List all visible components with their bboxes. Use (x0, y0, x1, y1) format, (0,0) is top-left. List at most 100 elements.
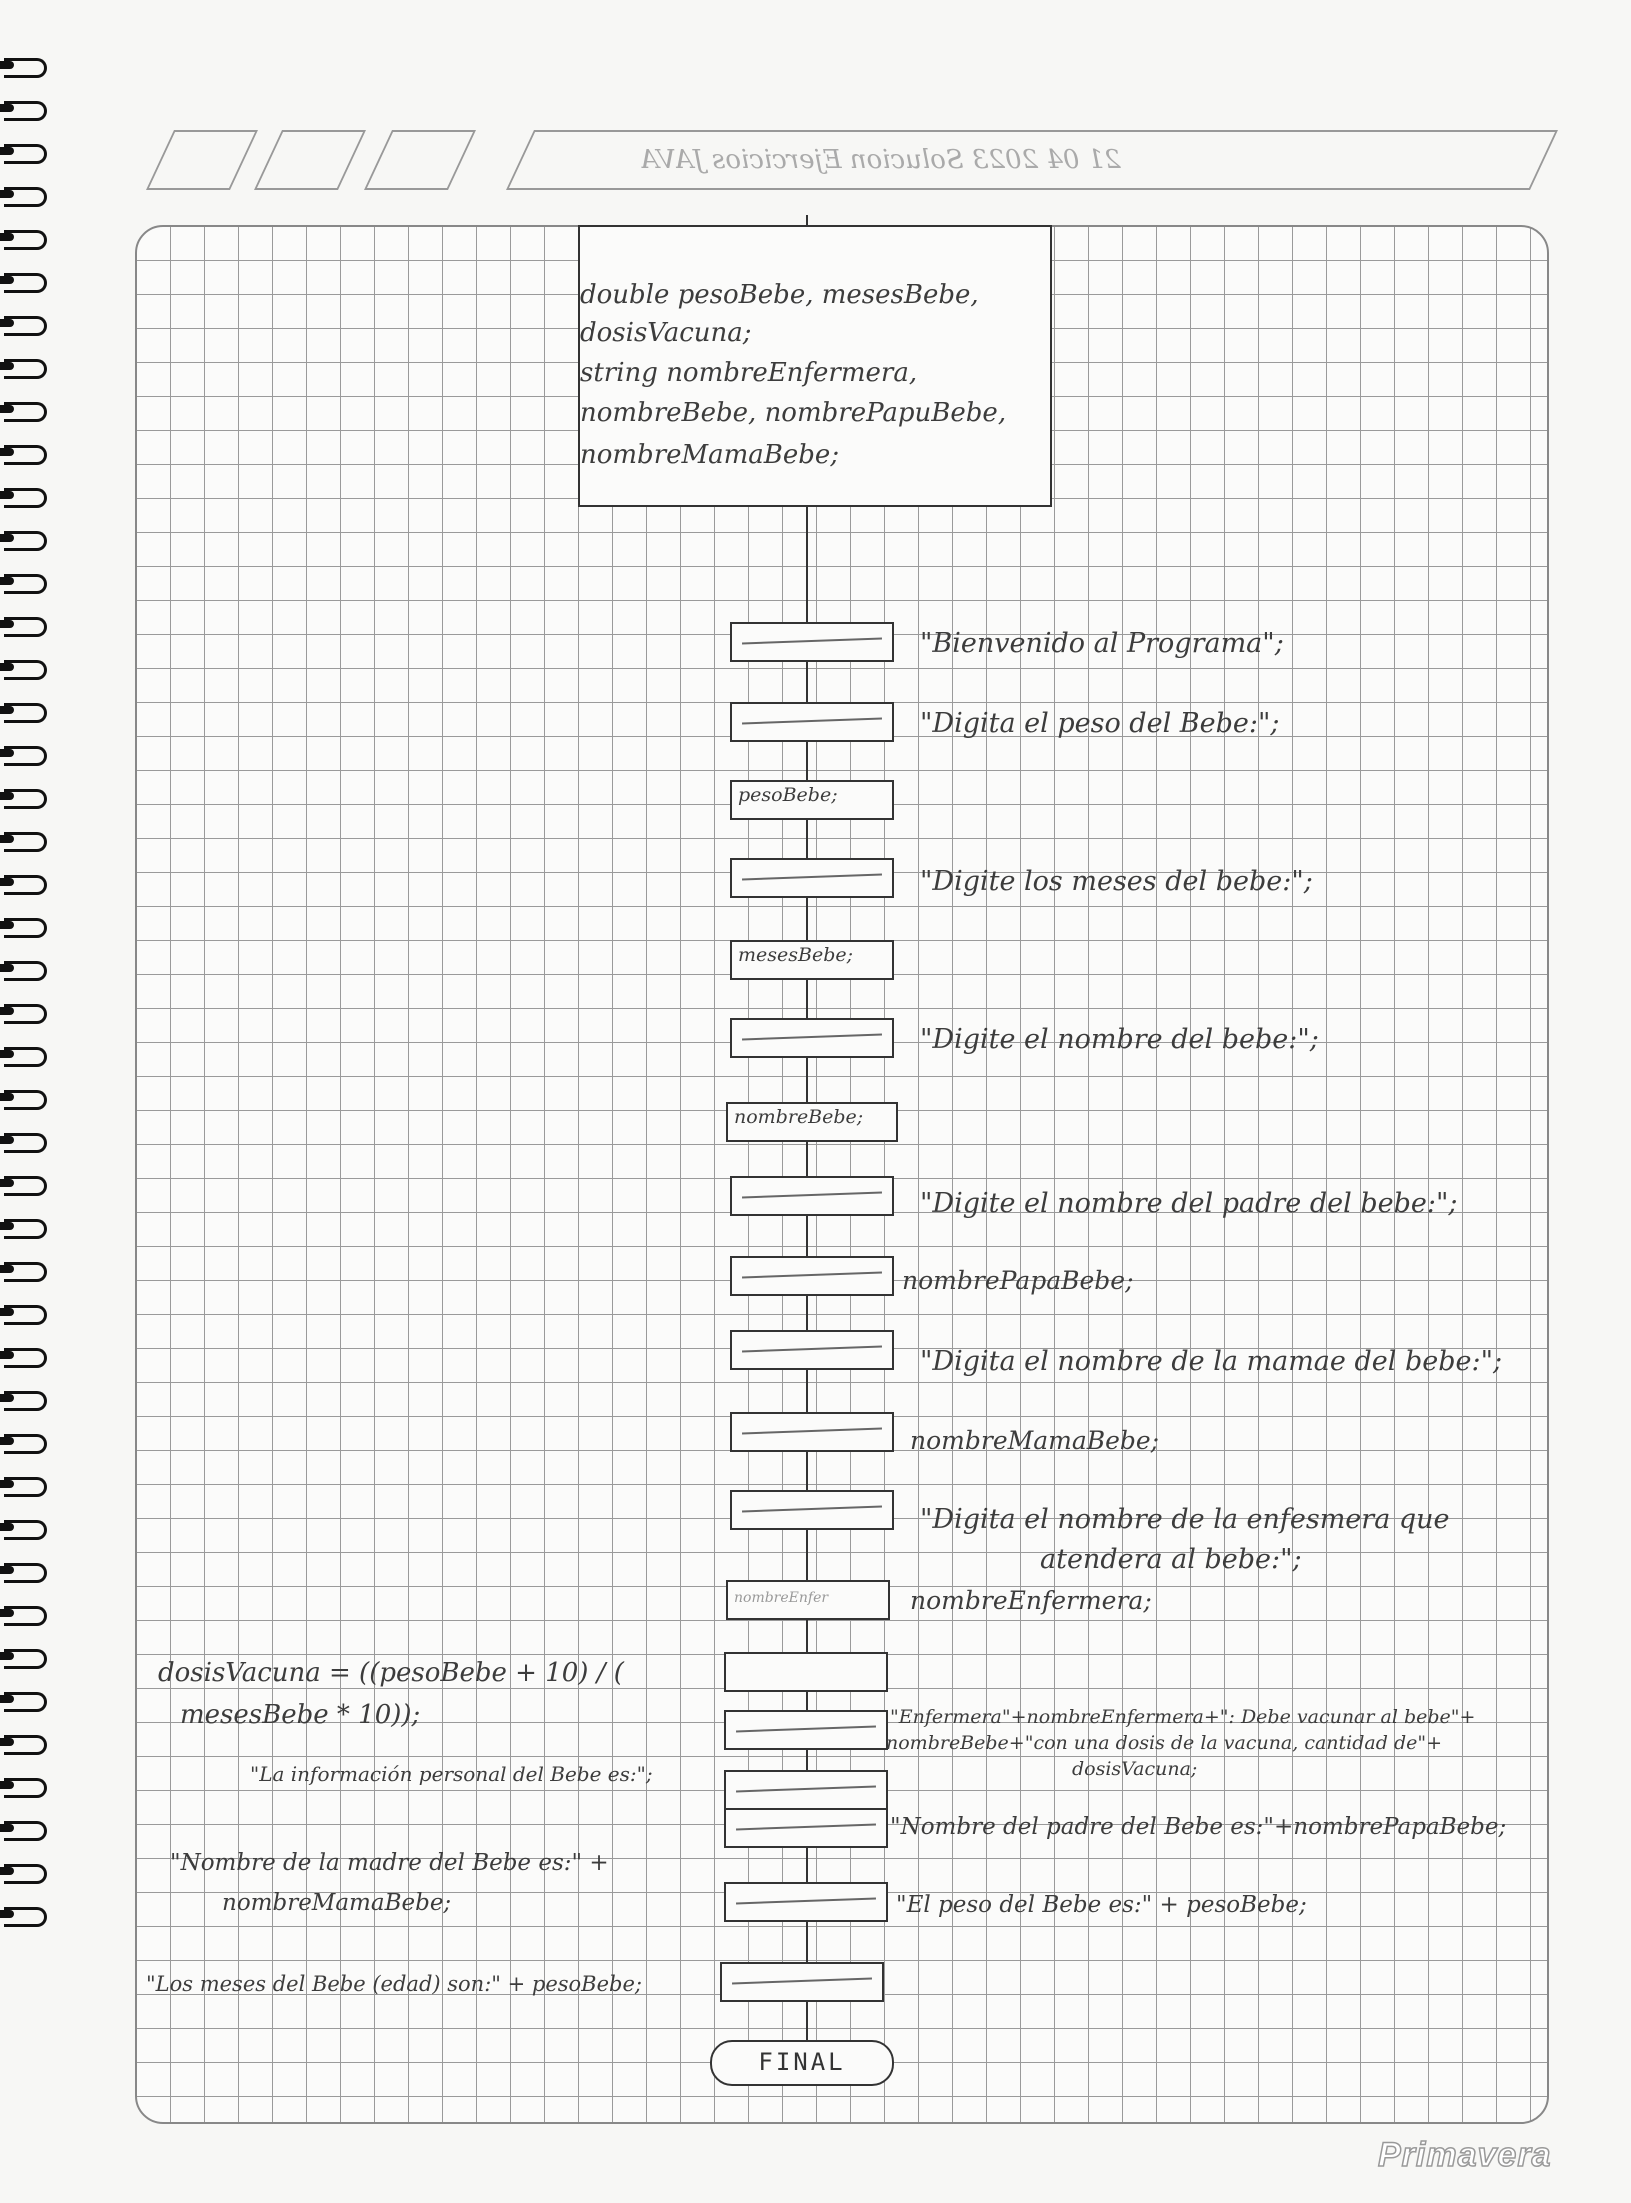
header-box-3 (364, 130, 476, 190)
spiral-ring (4, 574, 47, 594)
spiral-ring (4, 1004, 47, 1024)
spiral-ring (4, 316, 47, 336)
input-box-father (730, 1256, 894, 1296)
output-box-nurse (730, 1490, 894, 1530)
spiral-ring-end (0, 620, 14, 628)
spiral-ring-end (0, 1093, 14, 1101)
output-box-name (730, 1018, 894, 1058)
spiral-ring-end (0, 61, 14, 69)
spiral-ring-end (0, 921, 14, 929)
spiral-ring-end (0, 1738, 14, 1746)
spiral-ring (4, 187, 47, 207)
info-text: "La información personal del Bebe es:"; (250, 1762, 653, 1786)
spiral-ring (4, 918, 47, 938)
spiral-ring-end (0, 276, 14, 284)
output-nurse-msg-1: "Enfermera"+nombreEnfermera+": Debe vacu… (890, 1706, 1476, 1728)
output-nurse-msg-3: dosisVacuna; (1072, 1758, 1198, 1780)
header-box-1 (146, 130, 258, 190)
spiral-ring (4, 1520, 47, 1540)
spiral-ring-end (0, 1265, 14, 1273)
output-nurse-msg-2: nombreBebe+"con una dosis de la vacuna, … (886, 1732, 1443, 1754)
spiral-ring (4, 488, 47, 508)
output-box-weight (730, 702, 894, 742)
spiral-ring (4, 1563, 47, 1583)
spiral-ring (4, 359, 47, 379)
output-box-father-out (724, 1808, 888, 1848)
decl-line-4: nombreBebe, nombrePapuBebe, (580, 398, 1007, 428)
spiral-ring-end (0, 792, 14, 800)
output-box-father (730, 1176, 894, 1216)
input-box-mother (730, 1412, 894, 1452)
decl-line-1: double pesoBebe, mesesBebe, (580, 280, 979, 310)
input-box-name: nombreBebe; (726, 1102, 898, 1142)
spiral-ring-end (0, 1480, 14, 1488)
decl-line-5: nombreMamaBebe; (580, 440, 840, 470)
spiral-ring-end (0, 1824, 14, 1832)
output-welcome: "Bienvenido al Programa"; (920, 628, 1284, 659)
spiral-ring-end (0, 1050, 14, 1058)
spiral-ring-end (0, 706, 14, 714)
spiral-ring-end (0, 362, 14, 370)
output-ask-mother: "Digita el nombre de la mamae del bebe:"… (920, 1346, 1503, 1377)
months-text: "Los meses del Bebe (edad) son:" + pesoB… (146, 1972, 642, 1996)
spiral-ring-end (0, 964, 14, 972)
spiral-ring-end (0, 319, 14, 327)
spiral-ring (4, 1735, 47, 1755)
spiral-ring (4, 1133, 47, 1153)
spiral-ring (4, 1219, 47, 1239)
spiral-ring (4, 230, 47, 250)
spiral-ring (4, 402, 47, 422)
final-terminal: FINAL (710, 2040, 894, 2086)
spiral-ring (4, 445, 47, 465)
spiral-ring-end (0, 1136, 14, 1144)
output-father: "Nombre del padre del Bebe es:"+nombrePa… (890, 1814, 1507, 1840)
spiral-ring-end (0, 1695, 14, 1703)
header-title-ghost: 21 04 2023 Solucion Ejercicios JAVA (640, 145, 1121, 175)
spiral-ring (4, 144, 47, 164)
output-box-weight-out (724, 1882, 888, 1922)
spiral-ring (4, 1778, 47, 1798)
spiral-ring (4, 1047, 47, 1067)
output-box-nurse-msg (724, 1710, 888, 1750)
mother-text-2: nombreMamaBebe; (222, 1890, 452, 1916)
spiral-ring-end (0, 1867, 14, 1875)
spiral-ring-end (0, 534, 14, 542)
process-box-dose (724, 1652, 888, 1692)
spiral-ring-end (0, 749, 14, 757)
spiral-ring-end (0, 1437, 14, 1445)
spiral-ring-end (0, 491, 14, 499)
spiral-ring (4, 1692, 47, 1712)
spiral-ring-end (0, 1566, 14, 1574)
input-nurse-box-label: nombreEnfer (734, 1590, 829, 1606)
output-ask-name: "Digite el nombre del bebe:"; (920, 1024, 1319, 1055)
spiral-ring-end (0, 1394, 14, 1402)
spiral-ring (4, 1434, 47, 1454)
spiral-ring (4, 1907, 47, 1927)
spiral-ring-end (0, 190, 14, 198)
calc-line-1: dosisVacuna = ((pesoBebe + 10) / ( (158, 1658, 624, 1688)
spiral-ring (4, 961, 47, 981)
spiral-ring (4, 531, 47, 551)
brand-logo: Primavera (1377, 2135, 1552, 2175)
spiral-ring (4, 1606, 47, 1626)
spiral-ring-end (0, 577, 14, 585)
spiral-ring (4, 746, 47, 766)
input-mother: nombreMamaBebe; (910, 1426, 1160, 1455)
input-nurse: nombreEnfermera; (910, 1586, 1152, 1615)
output-box-welcome (730, 622, 894, 662)
final-label: FINAL (758, 2048, 846, 2076)
output-ask-months: "Digite los meses del bebe:"; (920, 866, 1313, 897)
output-box-mother (730, 1330, 894, 1370)
input-father: nombrePapaBebe; (902, 1266, 1134, 1295)
spiral-ring-end (0, 1308, 14, 1316)
spiral-ring (4, 875, 47, 895)
spiral-ring (4, 1176, 47, 1196)
output-ask-weight: "Digita el peso del Bebe:"; (920, 708, 1280, 739)
spiral-ring (4, 1821, 47, 1841)
mother-text-1: "Nombre de la madre del Bebe es:" + (170, 1850, 609, 1876)
spiral-ring-end (0, 233, 14, 241)
calc-line-2: mesesBebe * 10)); (180, 1700, 421, 1730)
input-name: nombreBebe; (734, 1106, 864, 1128)
spiral-ring (4, 1649, 47, 1669)
